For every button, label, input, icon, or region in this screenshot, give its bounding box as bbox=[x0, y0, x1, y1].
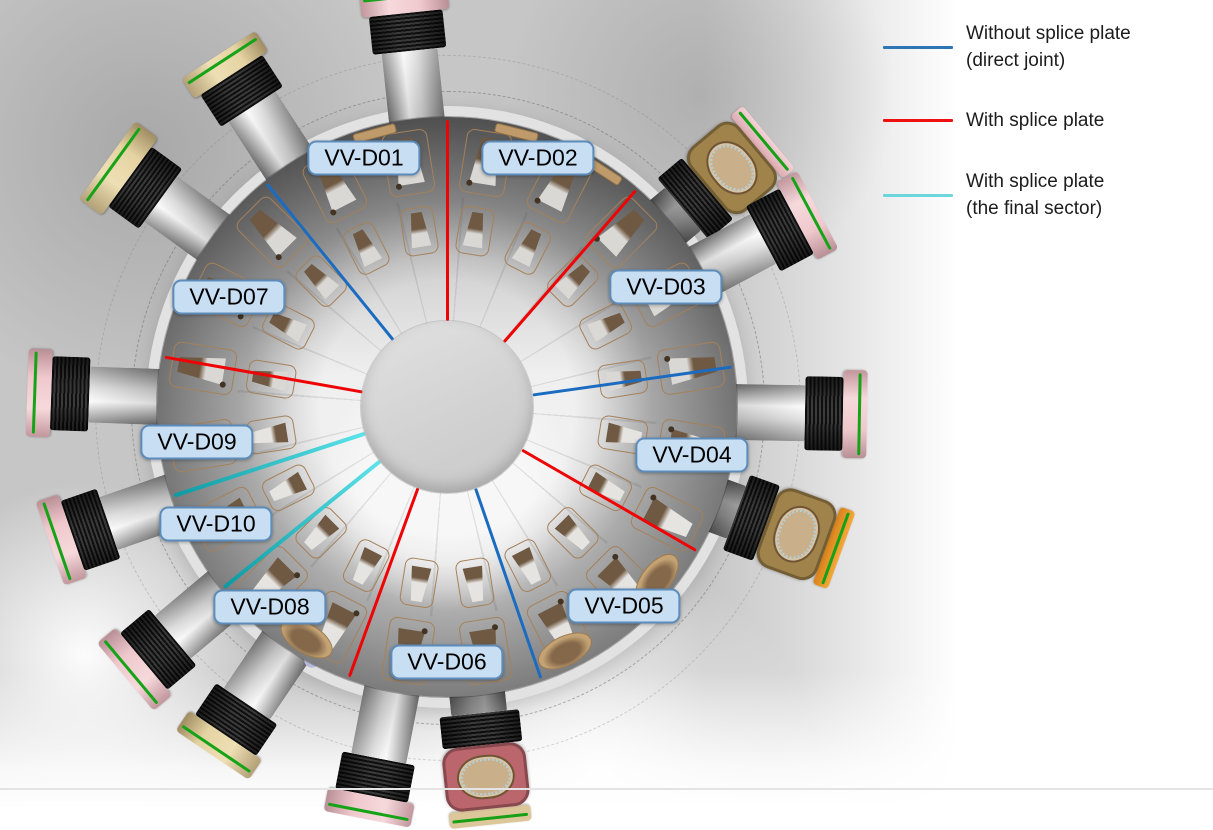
legend-text-line: (direct joint) bbox=[966, 50, 1066, 71]
legend-line-swatch-blue bbox=[883, 45, 953, 49]
sector-label-vv-d05: VV-D05 bbox=[567, 588, 681, 624]
legend-line-swatch-cyan bbox=[883, 193, 953, 197]
sector-label-vv-d10: VV-D10 bbox=[159, 506, 273, 542]
port-tube bbox=[730, 383, 806, 442]
sector-label-vv-d02: VV-D02 bbox=[481, 140, 595, 176]
sector-label-vv-d07: VV-D07 bbox=[172, 279, 286, 315]
sector-label-vv-d06: VV-D06 bbox=[390, 644, 504, 680]
legend-item-splice-plate: With splice plate bbox=[883, 107, 1104, 134]
port-face-opening bbox=[454, 752, 518, 802]
legend-text-line: (the final sector) bbox=[966, 198, 1103, 219]
port-flange bbox=[842, 369, 868, 459]
port-tube bbox=[381, 48, 446, 128]
port-flange bbox=[25, 348, 53, 438]
legend-item-splice-plate-final: With splice plate (the final sector) bbox=[883, 168, 1104, 222]
port-face-opening bbox=[765, 499, 828, 570]
legend-text-line: With splice plate bbox=[966, 110, 1105, 131]
sector-label-vv-d03: VV-D03 bbox=[609, 269, 723, 305]
joint-line-splice_plate bbox=[445, 120, 449, 321]
port bbox=[429, 668, 539, 829]
port-bellows bbox=[804, 376, 844, 451]
legend-item-text: Without splice plate (direct joint) bbox=[966, 20, 1131, 74]
legend-text-line: Without splice plate bbox=[966, 23, 1131, 44]
sector-label-vv-d04: VV-D04 bbox=[635, 437, 749, 473]
legend-item-text: With splice plate bbox=[966, 107, 1104, 134]
floor-line bbox=[0, 788, 1213, 790]
port-slot bbox=[398, 204, 440, 258]
center-bore bbox=[361, 321, 533, 493]
sector-label-vv-d01: VV-D01 bbox=[307, 140, 421, 176]
port-tube bbox=[88, 366, 165, 426]
legend-text-line: With splice plate bbox=[966, 171, 1105, 192]
port-face-flange bbox=[440, 740, 531, 814]
port bbox=[712, 364, 868, 462]
port-bellows bbox=[49, 356, 91, 432]
legend-item-direct-joint: Without splice plate (direct joint) bbox=[883, 20, 1131, 74]
sector-label-vv-d08: VV-D08 bbox=[213, 589, 327, 625]
legend-line-swatch-red bbox=[883, 119, 953, 122]
legend-item-text: With splice plate (the final sector) bbox=[966, 168, 1104, 222]
sector-label-vv-d09: VV-D09 bbox=[140, 424, 254, 460]
port bbox=[355, 0, 465, 146]
port-slot bbox=[454, 556, 496, 610]
